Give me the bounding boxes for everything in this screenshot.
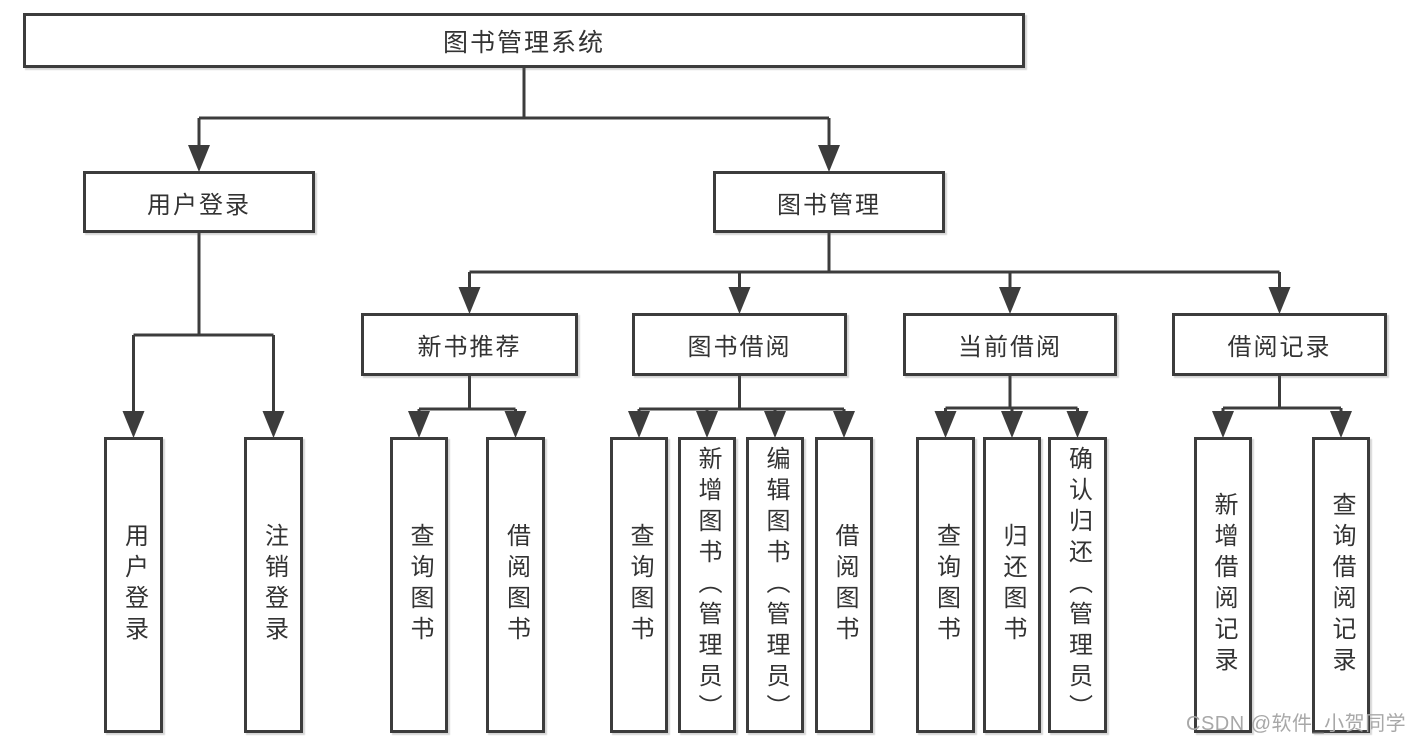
node-system-root: 图书管理系统 (23, 13, 1025, 68)
node-recommend-borrow-book: 借阅图书 (486, 437, 545, 733)
node-borrow-add-book-admin: 新增图书（管理员） (678, 437, 736, 733)
node-logout-user: 注销登录 (244, 437, 303, 733)
node-borrow-edit-book-admin-label: 编辑图书（管理员） (762, 445, 789, 725)
node-borrow-edit-book-admin: 编辑图书（管理员） (746, 437, 804, 733)
arrowhead-icon (262, 411, 285, 438)
node-current-return-book: 归还图书 (983, 437, 1041, 733)
watermark-text: CSDN @软件_小贺同学 (1186, 713, 1405, 735)
arrowhead-icon (408, 411, 430, 438)
node-user-login: 用户登录 (83, 171, 315, 233)
arrowhead-icon (122, 411, 145, 438)
arrowhead-icon (1066, 411, 1089, 438)
node-login-user: 用户登录 (104, 437, 163, 733)
node-logout-user-label: 注销登录 (260, 523, 288, 647)
arrowhead-icon (764, 411, 786, 438)
node-book-management-label: 图书管理 (777, 191, 881, 219)
node-current-query-book-label: 查询图书 (932, 523, 960, 647)
arrowhead-icon (628, 411, 650, 438)
arrowhead-icon (833, 411, 855, 438)
node-recommend-query-book: 查询图书 (390, 437, 448, 733)
arrowhead-icon (934, 411, 957, 438)
node-current-confirm-return-admin: 确认归还（管理员） (1048, 437, 1107, 733)
arrowhead-icon (1268, 287, 1291, 314)
arrowhead-icon (504, 411, 527, 438)
arrowhead-icon (1212, 411, 1234, 438)
arrowhead-icon (728, 287, 751, 314)
arrowhead-icon (999, 287, 1021, 314)
node-new-book-recommend: 新书推荐 (361, 313, 578, 376)
node-user-login-label: 用户登录 (147, 191, 251, 219)
node-borrow-records: 借阅记录 (1172, 313, 1387, 376)
node-login-user-label: 用户登录 (120, 523, 148, 647)
node-borrow-borrow-book-label: 借阅图书 (831, 523, 858, 647)
node-recommend-query-book-label: 查询图书 (406, 523, 433, 647)
arrowhead-icon (818, 145, 840, 172)
node-borrow-add-book-admin-label: 新增图书（管理员） (694, 445, 721, 725)
node-current-confirm-return-admin-label: 确认归还（管理员） (1064, 445, 1092, 725)
node-current-borrow: 当前借阅 (903, 313, 1117, 376)
node-new-book-recommend-label: 新书推荐 (417, 334, 522, 361)
node-book-management: 图书管理 (713, 171, 945, 233)
arrowhead-icon (696, 411, 718, 438)
node-recommend-borrow-book-label: 借阅图书 (502, 523, 530, 647)
arrowhead-icon (1001, 411, 1023, 438)
node-records-query-record-label: 查询借阅记录 (1328, 492, 1355, 678)
node-records-add-record: 新增借阅记录 (1194, 437, 1252, 733)
node-records-add-record-label: 新增借阅记录 (1210, 492, 1237, 678)
node-borrow-query-book-label: 查询图书 (626, 523, 653, 647)
node-book-borrow: 图书借阅 (632, 313, 847, 376)
arrowhead-icon (188, 145, 210, 172)
node-book-borrow-label: 图书借阅 (687, 334, 792, 361)
node-current-borrow-label: 当前借阅 (958, 334, 1062, 361)
node-records-query-record: 查询借阅记录 (1312, 437, 1370, 733)
node-current-query-book: 查询图书 (916, 437, 975, 733)
node-borrow-query-book: 查询图书 (610, 437, 668, 733)
node-system-root-label: 图书管理系统 (442, 28, 605, 57)
node-borrow-records-label: 借阅记录 (1227, 334, 1332, 361)
arrowhead-icon (458, 287, 481, 314)
node-current-return-book-label: 归还图书 (999, 523, 1026, 647)
node-borrow-borrow-book: 借阅图书 (815, 437, 873, 733)
arrowhead-icon (1330, 411, 1352, 438)
